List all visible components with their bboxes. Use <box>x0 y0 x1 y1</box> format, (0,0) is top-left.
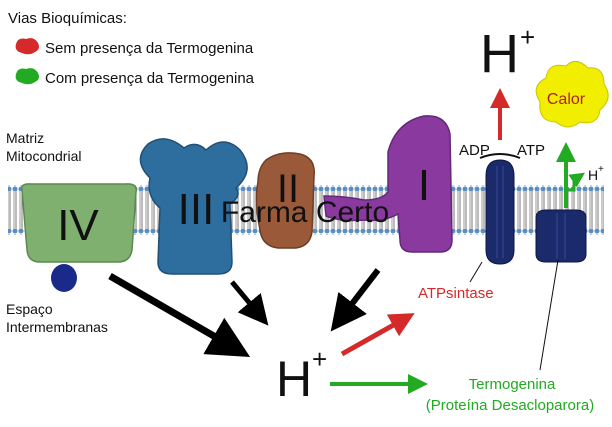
proton-small-symbol: H <box>588 167 598 183</box>
proton-small: H + <box>588 164 604 183</box>
proton-top-charge: + <box>520 22 535 52</box>
thermogenin-label-line1: Termogenina <box>469 376 556 393</box>
complex-i: I <box>323 115 453 253</box>
legend-title: Vias Bioquímicas: <box>8 10 127 27</box>
legend-green-swatch <box>15 68 39 85</box>
atp-synthase: ADP ATP ATPsintase <box>418 142 545 302</box>
watermark-text: Farma Certo <box>221 196 389 229</box>
proton-bottom: H + <box>276 344 327 407</box>
ims-label-line1: Espaço <box>6 301 53 317</box>
complex-iii-label: III <box>178 185 215 234</box>
complex-ii: II <box>255 152 315 249</box>
heat-cloud: Calor <box>535 61 609 128</box>
proton-top: H + <box>480 22 535 84</box>
legend-red-swatch <box>15 38 39 55</box>
legend-item-green: Com presença da Termogenina <box>45 70 255 87</box>
arrow-complex-iv-to-proton <box>108 272 251 358</box>
proton-bottom-symbol: H <box>276 351 312 407</box>
complex-iv-label: IV <box>57 201 99 250</box>
arrow-thermogenin-to-proton <box>566 172 585 192</box>
heat-label: Calor <box>547 91 586 108</box>
ims-label-line2: Intermembranas <box>6 319 108 335</box>
arrow-proton-to-atp-synthase <box>340 313 415 357</box>
atp-label: ATP <box>517 142 545 159</box>
complex-iv: IV <box>20 183 138 292</box>
legend: Vias Bioquímicas: Sem presença da Termog… <box>8 10 255 87</box>
thermogenin-channel <box>535 209 587 371</box>
proton-top-symbol: H <box>480 24 519 84</box>
complex-iii: III <box>139 138 248 275</box>
proton-bottom-charge: + <box>312 344 327 374</box>
legend-item-red: Sem presença da Termogenina <box>45 40 254 57</box>
complex-ii-label: II <box>277 167 299 211</box>
matrix-label-line1: Matriz <box>6 130 44 146</box>
matrix-label-line2: Mitocondrial <box>6 148 81 164</box>
atp-synthase-label: ATPsintase <box>418 285 494 302</box>
arrow-complex-i-to-proton <box>330 268 381 332</box>
adp-label: ADP <box>459 142 490 159</box>
complex-i-label: I <box>418 161 430 210</box>
arrow-complex-iii-to-proton <box>230 280 269 326</box>
proton-small-charge: + <box>598 164 604 175</box>
thermogenin-label-line2: (Proteína Desacloparora) <box>426 397 594 414</box>
